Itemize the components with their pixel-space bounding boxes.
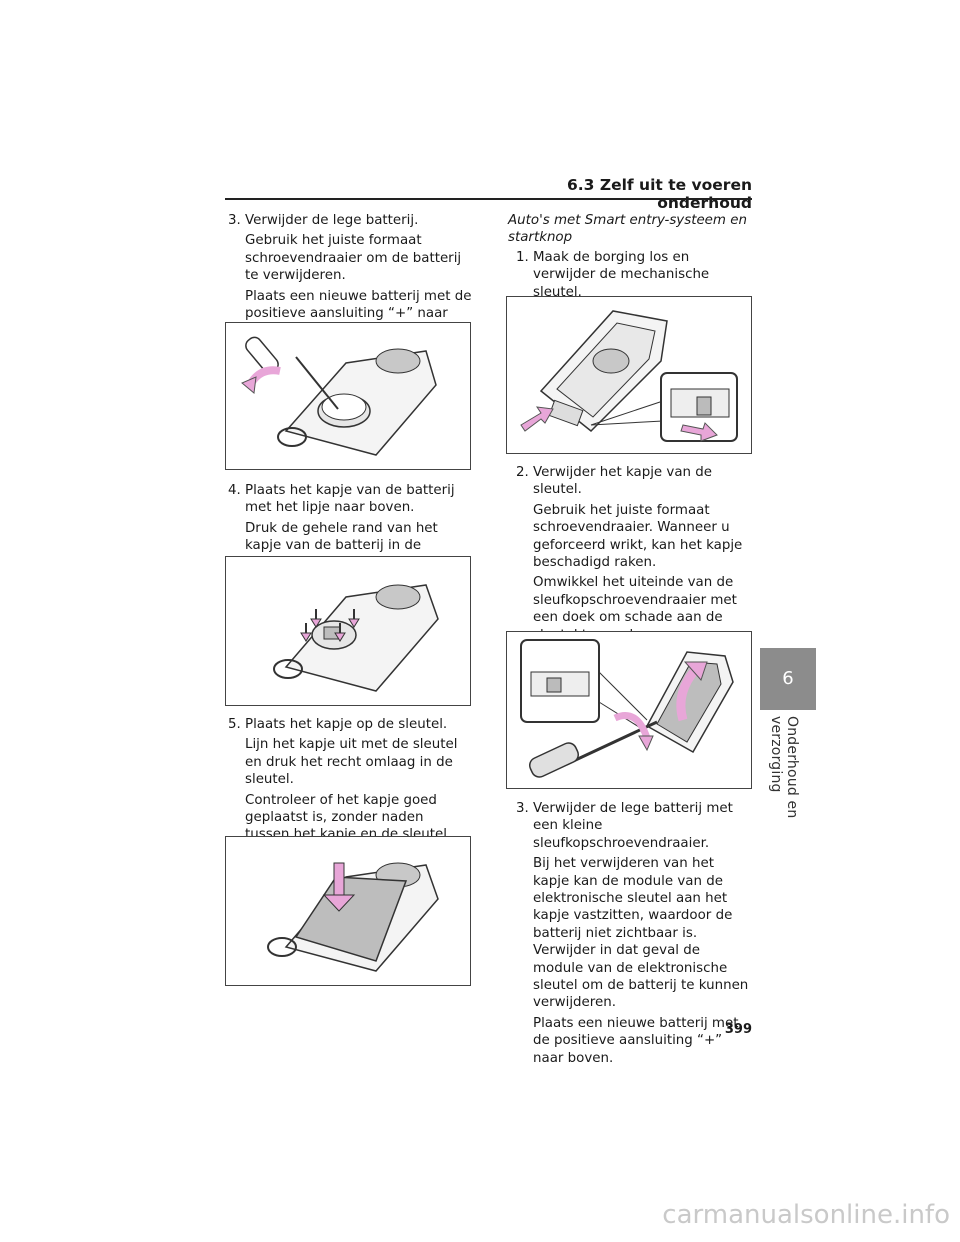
figure-remove-battery — [225, 322, 471, 470]
step-number: 4. — [228, 483, 241, 498]
step-text: Maak de borging los en verwijder de mech… — [533, 249, 710, 300]
left-step-5: 5. Plaats het kapje op de sleutel. — [228, 716, 472, 733]
page-number: 399 — [724, 1022, 752, 1037]
step-number: 1. — [516, 249, 529, 265]
right-step-3: 3. Verwijder de lege batterij met een kl… — [516, 800, 752, 852]
step-text: Verwijder het kapje van de sleutel. — [533, 465, 713, 498]
figure-battery-cover — [225, 556, 471, 706]
watermark: carmanualsonline.info — [662, 1200, 950, 1230]
right-step-1: 1. Maak de borging los en verwijder de m… — [516, 249, 752, 301]
step-note: Plaats een nieuwe batterij met de positi… — [533, 1015, 739, 1066]
left-column: 3. Verwijder de lege batterij. Gebruik h… — [228, 212, 472, 340]
step-note: Gebruik het juiste formaat schroevendraa… — [245, 233, 462, 284]
left-step-4: 4. Plaats het kapje van de batterij met … — [228, 482, 472, 517]
step-text: Verwijder de lege batterij met een klein… — [533, 801, 733, 851]
figure-remove-cover — [506, 631, 752, 789]
right-step-2: 2. Verwijder het kapje van de sleutel. — [516, 464, 752, 499]
step-text: Plaats het kapje van de batterij met het… — [245, 483, 455, 516]
chapter-tab: 6 — [760, 648, 816, 710]
chapter-title-vertical: Onderhoud en verzorging — [768, 716, 800, 819]
figure-press-cover — [225, 836, 471, 986]
left-step-5-block: 5. Plaats het kapje op de sleutel. Lijn … — [228, 716, 472, 844]
step-number: 2. — [516, 465, 529, 480]
header-rule — [225, 198, 752, 200]
step-note: Lijn het kapje uit met de sleutel en dru… — [245, 737, 458, 788]
step-note: Bij het verwijderen van het kapje kan de… — [533, 856, 749, 1011]
left-step-3: 3. Verwijder de lege batterij. — [228, 212, 472, 229]
step-number: 3. — [228, 213, 241, 228]
right-step-2-block: 2. Verwijder het kapje van de sleutel. G… — [508, 464, 752, 644]
step-text: Plaats het kapje op de sleutel. — [245, 717, 448, 732]
step-note: Gebruik het juiste formaat schroevendraa… — [533, 502, 743, 571]
step-number: 5. — [228, 717, 241, 732]
right-step-3-block: 3. Verwijder de lege batterij met een kl… — [508, 800, 752, 1067]
step-text: Verwijder de lege batterij. — [245, 213, 419, 228]
smart-entry-heading: Auto's met Smart entry-systeem en startk… — [508, 213, 747, 246]
section-header-title: 6.3 Zelf uit te voeren onderhoud — [567, 176, 752, 212]
right-column: Auto's met Smart entry-systeem en startk… — [508, 212, 752, 301]
step-number: 3. — [516, 801, 529, 816]
figure-mechanical-key — [506, 296, 752, 454]
